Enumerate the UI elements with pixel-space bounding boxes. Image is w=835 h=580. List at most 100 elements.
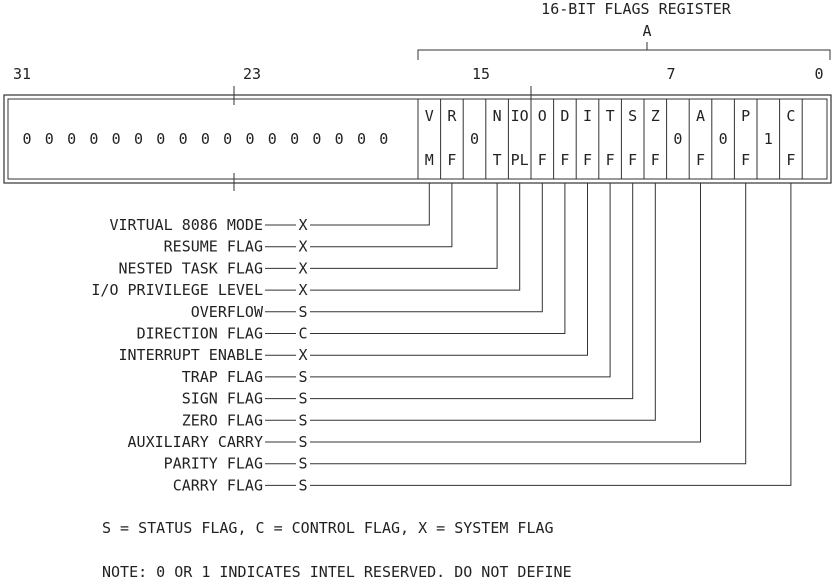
reserved-bit-zero: 0 xyxy=(223,130,232,148)
leader-line xyxy=(310,183,611,378)
flag-name-label: SIGN FLAG xyxy=(182,390,263,408)
leader-line xyxy=(310,183,701,443)
reserved-bit-zero: 0 xyxy=(268,130,277,148)
flag-type-code: X xyxy=(298,216,307,234)
flag-name-label: PARITY FLAG xyxy=(164,455,263,473)
flag-cell-top: D xyxy=(560,107,569,125)
flag-cell-bottom: M xyxy=(425,151,434,169)
flag-type-code: C xyxy=(298,325,307,343)
leader-line xyxy=(310,183,747,465)
reserved-bit-zero: 0 xyxy=(67,130,76,148)
flag-cell-bottom: F xyxy=(447,151,456,169)
flag-name-label: ZERO FLAG xyxy=(182,411,263,429)
flag-name-label: VIRTUAL 8086 MODE xyxy=(109,216,263,234)
flag-cell-bottom: F xyxy=(560,151,569,169)
leader-line xyxy=(310,183,543,313)
flag-name-label: DIRECTION FLAG xyxy=(137,325,263,343)
flag-name-label: TRAP FLAG xyxy=(182,368,263,386)
bit-label-15: 15 xyxy=(472,65,490,83)
reserved-bit-zero: 0 xyxy=(245,130,254,148)
flag-cell-top: R xyxy=(447,107,457,125)
flag-type-key: S = STATUS FLAG, C = CONTROL FLAG, X = S… xyxy=(102,519,554,537)
reserved-bit-zero: 0 xyxy=(179,130,188,148)
reserved-bit-zero: 0 xyxy=(89,130,98,148)
register-title: 16-BIT FLAGS REGISTER xyxy=(541,0,732,18)
flag-type-code: X xyxy=(298,346,307,364)
flag-cell-bottom: T xyxy=(493,151,502,169)
reserved-note: NOTE: 0 OR 1 INDICATES INTEL RESERVED. D… xyxy=(102,563,572,580)
flag-cell-bottom: PL xyxy=(511,151,529,169)
flag-cell-top: I xyxy=(583,107,592,125)
reserved-bit-zero: 0 xyxy=(156,130,165,148)
flag-name-label: I/O PRIVILEGE LEVEL xyxy=(91,281,263,299)
leader-line xyxy=(310,183,566,334)
flag-cell-top: Z xyxy=(651,107,660,125)
flag-cell-top: O xyxy=(538,107,547,125)
leader-line xyxy=(310,183,634,400)
flag-cell-bottom: F xyxy=(538,151,547,169)
reserved-bit-zero: 0 xyxy=(112,130,121,148)
bit-label-7: 7 xyxy=(666,65,675,83)
register-title-letter: A xyxy=(642,22,651,40)
flag-cell-bottom: F xyxy=(696,151,705,169)
register-outer-frame xyxy=(3,94,832,184)
flag-name-label: INTERRUPT ENABLE xyxy=(119,346,264,364)
flag-name-label: CARRY FLAG xyxy=(173,476,263,494)
leader-line xyxy=(310,183,521,291)
flag-name-label: RESUME FLAG xyxy=(164,238,263,256)
flag-type-code: S xyxy=(298,368,307,386)
leader-line xyxy=(310,183,588,356)
flag-name-label: OVERFLOW xyxy=(191,303,264,321)
flag-cell-reserved: 0 xyxy=(470,130,479,148)
reserved-bit-zero: 0 xyxy=(290,130,299,148)
flag-cell-top: A xyxy=(696,107,705,125)
leader-line xyxy=(310,183,656,421)
flags-bracket xyxy=(417,42,831,60)
reserved-bit-zero: 0 xyxy=(22,130,31,148)
flag-legend: VIRTUAL 8086 MODE X RESUME FLAG X NESTED TAS… xyxy=(91,183,792,494)
flag-cell-reserved: 0 xyxy=(673,130,682,148)
flag-cell-top: P xyxy=(741,107,750,125)
flag-type-code: X xyxy=(298,259,307,277)
reserved-bit-zero: 0 xyxy=(335,130,344,148)
flag-cell-top: S xyxy=(628,107,637,125)
flag-cell-top: N xyxy=(493,107,502,125)
flag-type-code: S xyxy=(298,455,307,473)
leader-line xyxy=(310,183,498,269)
flag-type-code: X xyxy=(298,238,307,256)
flag-type-code: S xyxy=(298,390,307,408)
flag-cell-top: IO xyxy=(511,107,529,125)
flag-cell-top: T xyxy=(606,107,615,125)
flag-cell-bottom: F xyxy=(651,151,660,169)
flag-cell-bottom: F xyxy=(786,151,795,169)
flag-name-label: AUXILIARY CARRY xyxy=(128,433,263,451)
reserved-bit-zero: 0 xyxy=(312,130,321,148)
flag-cell-bottom: F xyxy=(741,151,750,169)
flag-cell-top: V xyxy=(425,107,434,125)
flag-cell-bottom: F xyxy=(606,151,615,169)
leader-line xyxy=(310,183,453,248)
reserved-bit-zero: 0 xyxy=(134,130,143,148)
bit-label-23: 23 xyxy=(243,65,261,83)
flag-type-code: S xyxy=(298,476,307,494)
flag-cell-reserved: 1 xyxy=(764,130,773,148)
flag-cell-reserved: 0 xyxy=(719,130,728,148)
reserved-bit-zero: 0 xyxy=(357,130,366,148)
flag-name-label: NESTED TASK FLAG xyxy=(119,259,264,277)
flag-type-code: S xyxy=(298,303,307,321)
reserved-bit-zero: 0 xyxy=(45,130,54,148)
flag-type-code: S xyxy=(298,433,307,451)
flag-type-code: X xyxy=(298,281,307,299)
leader-line xyxy=(310,183,430,226)
bit-label-0: 0 xyxy=(814,65,823,83)
flag-type-code: S xyxy=(298,411,307,429)
flag-cell-bottom: F xyxy=(628,151,637,169)
flag-cell-bottom: F xyxy=(583,151,592,169)
bit-label-31: 31 xyxy=(13,65,31,83)
leader-line xyxy=(310,183,792,486)
flag-cell-top: C xyxy=(786,107,795,125)
reserved-bit-zero: 0 xyxy=(379,130,388,148)
